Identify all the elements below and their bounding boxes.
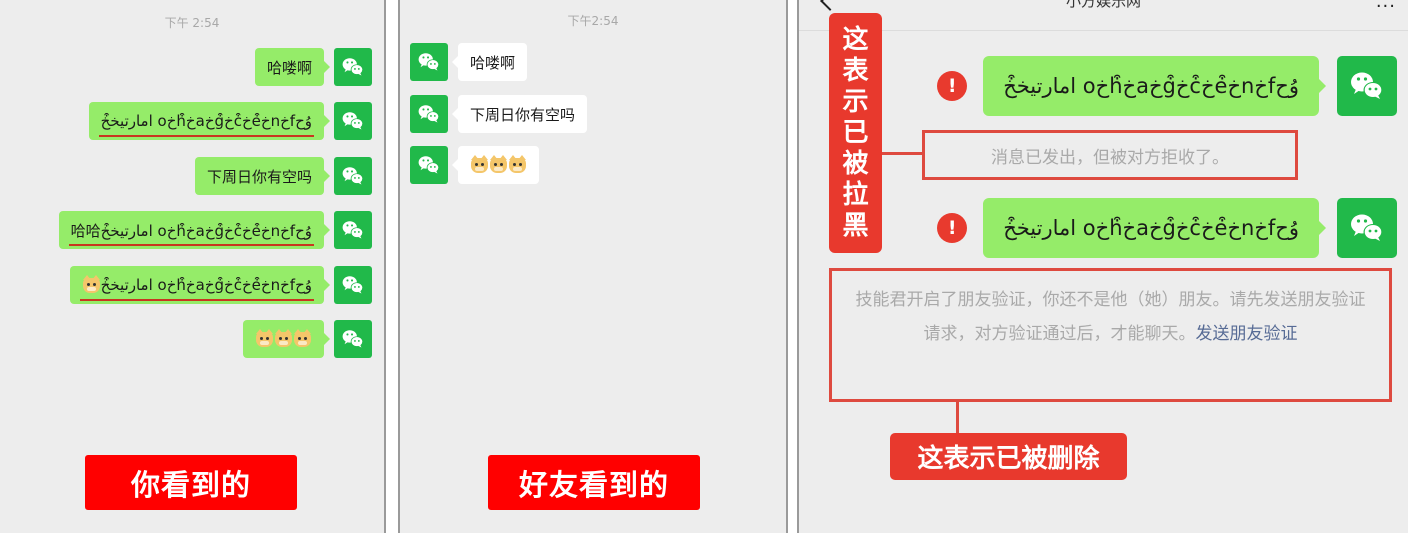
send-friend-request-link[interactable]: 发送朋友验证 (1195, 324, 1298, 344)
message-row-failed: ! وُحfخnخ͒eخ͒cخ͒gخaخ͒hخo امارتيخ͒خ (937, 198, 1397, 258)
panel-you-see: 下午 2:54 哈喽啊 وُحfخnخ͒eخ͒cخ͒gخaخ͒hخo امارت… (0, 0, 386, 533)
message-bubble[interactable]: 下周日你有空吗 (194, 157, 331, 195)
caption-you-see: 你看到的 (85, 455, 297, 510)
message-text: وُحfخnخ͒eخ͒cخ͒gخaخ͒hخo امارتيخ͒خ (100, 276, 312, 294)
message-row-failed: ! وُحfخnخ͒eخ͒cخ͒gخaخ͒hخo امارتيخ͒خ (937, 56, 1397, 116)
message-row: 哈喽啊 (254, 48, 372, 86)
deleted-notice-box: 技能君开启了朋友验证，你还不是他（她）朋友。请先发送朋友验证请求，对方验证通过后… (829, 268, 1392, 402)
exclamation-icon[interactable]: ! (937, 71, 968, 101)
wechat-logo-icon[interactable] (334, 211, 372, 249)
label-char: 示 (842, 86, 869, 117)
message-text: 哈喽啊 (470, 53, 516, 72)
doge-emoji (509, 154, 526, 173)
message-row: 下周日你有空吗 (194, 157, 372, 195)
message-text: 哈喽啊 (266, 58, 312, 77)
message-bubble[interactable]: وُحfخnخ͒eخ͒cخ͒gخaخ͒hخo امارتيخ͒خ哈哈 (58, 211, 331, 249)
rejected-notice-box: 消息已发出，但被对方拒收了。 (922, 130, 1298, 180)
doge-emoji (471, 154, 488, 173)
wechat-logo-icon[interactable] (410, 43, 448, 81)
doge-emoji (256, 328, 273, 347)
annotation-connector (956, 402, 959, 436)
message-text: وُحfخnخ͒eخ͒cخ͒gخaخ͒hخo امارتيخ͒خ (1003, 74, 1299, 98)
label-char: 这 (842, 24, 869, 55)
message-row (410, 146, 539, 184)
wechat-logo-icon[interactable] (334, 48, 372, 86)
wechat-logo-icon[interactable] (410, 95, 448, 133)
caption-friend-sees: 好友看到的 (488, 455, 700, 510)
message-row (243, 320, 372, 358)
blocked-annotation-label: 这 表 示 已 被 拉 黑 (829, 13, 882, 253)
highlight-underline (98, 135, 314, 137)
panel-divider (790, 0, 797, 533)
message-text: 下周日你有空吗 (470, 105, 576, 124)
highlight-underline (79, 299, 314, 301)
label-char: 被 (842, 148, 869, 179)
message-row: وُحfخnخ͒eخ͒cخ͒gخaخ͒hخo امارتيخ͒خ (69, 266, 372, 304)
message-bubble[interactable]: وُحfخnخ͒eخ͒cخ͒gخaخ͒hخo امارتيخ͒خ (983, 198, 1326, 258)
wechat-logo-icon[interactable] (334, 157, 372, 195)
message-bubble[interactable] (452, 146, 539, 184)
message-row: 下周日你有空吗 (410, 95, 588, 133)
rejected-notice: 消息已发出，但被对方拒收了。 (991, 147, 1229, 168)
panel-friend-sees: 下午2:54 哈喽啊 下周日你有空吗 好友看到的 (398, 0, 788, 533)
message-bubble[interactable]: وُحfخnخ͒eخ͒cخ͒gخaخ͒hخo امارتيخ͒خ (983, 56, 1326, 116)
label-char: 黑 (842, 210, 869, 241)
message-bubble[interactable]: وُحfخnخ͒eخ͒cخ͒gخaخ͒hخo امارتيخ͒خ (88, 102, 331, 140)
annotation-connector (882, 152, 923, 155)
message-bubble[interactable]: 哈喽啊 (254, 48, 331, 86)
chat-title: 小方娱乐网 (1065, 0, 1141, 10)
message-bubble[interactable]: 哈喽啊 (451, 43, 528, 81)
message-text: وُحfخnخ͒eخ͒cخ͒gخaخ͒hخo امارتيخ͒خ (100, 112, 312, 130)
doge-emoji (82, 274, 100, 293)
message-bubble[interactable] (243, 320, 330, 358)
message-row: وُحfخnخ͒eخ͒cخ͒gخaخ͒hخo امارتيخ͒خ (88, 102, 372, 140)
message-row: وُحfخnخ͒eخ͒cخ͒gخaخ͒hخo امارتيخ͒خ哈哈 (58, 211, 372, 249)
message-timestamp: 下午 2:54 (164, 16, 220, 30)
message-text: 下周日你有空吗 (206, 167, 312, 186)
message-text: وُحfخnخ͒eخ͒cخ͒gخaخ͒hخo امارتيخ͒خ哈哈 (70, 221, 312, 240)
wechat-logo-icon[interactable] (334, 320, 372, 358)
panel-divider (388, 0, 398, 533)
label-char: 拉 (842, 179, 869, 210)
exclamation-icon[interactable]: ! (937, 213, 968, 243)
message-row: 哈喽啊 (410, 43, 528, 81)
wechat-logo-icon[interactable] (1337, 56, 1397, 116)
doge-emoji (490, 154, 507, 173)
label-char: 表 (842, 55, 869, 86)
wechat-logo-icon[interactable] (410, 146, 448, 184)
message-text: وُحfخnخ͒eخ͒cخ͒gخaخ͒hخo امارتيخ͒خ (1003, 216, 1299, 240)
message-timestamp: 下午2:54 (567, 14, 619, 28)
wechat-logo-icon[interactable] (334, 102, 372, 140)
doge-emoji (294, 328, 311, 347)
label-char: 已 (842, 117, 869, 148)
wechat-logo-icon[interactable] (1337, 198, 1397, 258)
more-options-icon[interactable]: ··· (1375, 0, 1396, 17)
chat-title-bar: 小方娱乐网 ··· (799, 0, 1408, 31)
message-bubble[interactable]: وُحfخnخ͒eخ͒cخ͒gخaخ͒hخo امارتيخ͒خ (69, 266, 331, 304)
deleted-notice: 技能君开启了朋友验证，你还不是他（她）朋友。请先发送朋友验证请求，对方验证通过后… (855, 290, 1366, 344)
wechat-logo-icon[interactable] (334, 266, 372, 304)
message-bubble[interactable]: 下周日你有空吗 (451, 95, 588, 133)
deleted-annotation-label: 这表示已被删除 (890, 433, 1127, 480)
panel-status-explained: 小方娱乐网 ··· 这 表 示 已 被 拉 黑 ! وُحfخnخ͒eخ͒cخ͒… (797, 0, 1408, 533)
doge-emoji (275, 328, 292, 347)
highlight-underline (68, 244, 314, 246)
